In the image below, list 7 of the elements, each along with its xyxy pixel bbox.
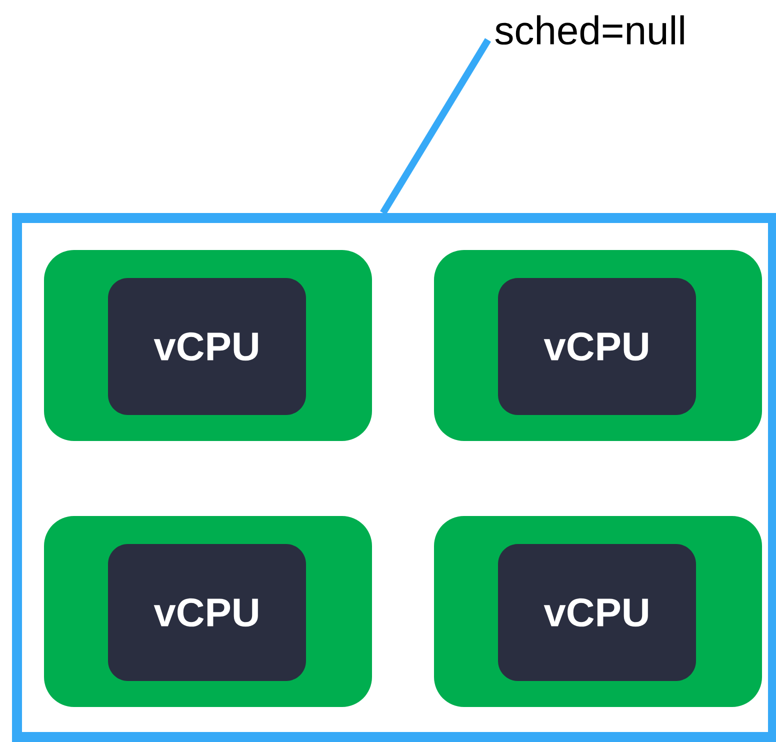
label-text: sched=null — [495, 15, 684, 45]
leader-line — [380, 38, 491, 215]
frame-box — [12, 213, 776, 742]
vcpu-box: vCPU — [498, 544, 696, 681]
vcpu-box: vCPU — [498, 278, 696, 415]
vcpu-box: vCPU — [108, 544, 306, 681]
vcpu-box: vCPU — [108, 278, 306, 415]
